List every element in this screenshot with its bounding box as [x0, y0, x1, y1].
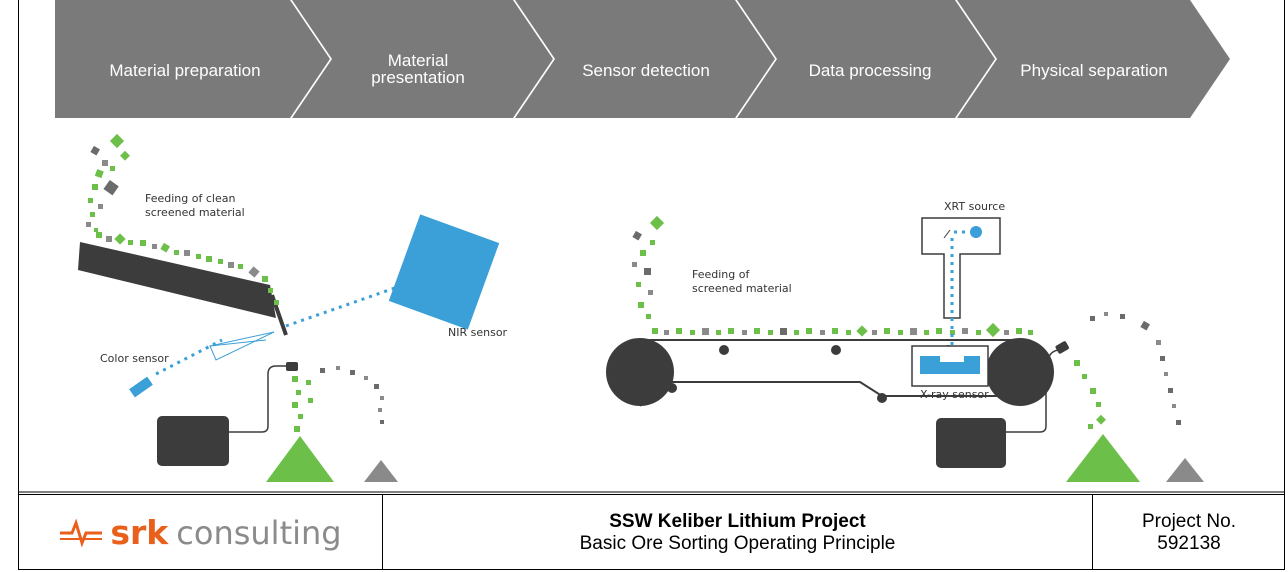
- nir-beam: [285, 280, 413, 328]
- belt-tail-pulley: [986, 338, 1054, 406]
- left-reject-stream: [320, 366, 384, 424]
- color-sensor-cone: [209, 331, 275, 361]
- project-number-cell: Project No. 592138: [1093, 495, 1285, 570]
- xrt-source-label: XRT source: [944, 200, 1005, 213]
- banner-step-3-label: Sensor detection: [582, 61, 710, 80]
- left-chute: [78, 242, 276, 318]
- left-control-box: [157, 416, 229, 466]
- project-number-label: Project No.: [1142, 510, 1236, 532]
- srk-logo-icon: [60, 517, 103, 548]
- left-sorter: NIR sensor Color sensor Feeding of clean…: [78, 133, 508, 482]
- right-feed-stream: [632, 215, 665, 319]
- right-air-valve: [1055, 341, 1069, 354]
- right-belt-material: [652, 322, 1033, 338]
- xrt-source-shutter: [943, 229, 951, 239]
- banner-step-5: [957, 0, 1230, 118]
- xray-sensor-label: X-ray sensor: [920, 388, 989, 401]
- figure-subtitle: Basic Ore Sorting Operating Principle: [579, 532, 896, 554]
- banner-step-1: [55, 0, 330, 118]
- figure-frame: [18, 0, 1285, 570]
- right-reject-stream: [1090, 312, 1181, 425]
- left-accept-stream: [292, 376, 313, 432]
- left-air-valve: [286, 362, 298, 371]
- logo-consulting-text: consulting: [176, 513, 342, 552]
- logo-srk-text: srk: [110, 513, 169, 552]
- idler-5: [877, 393, 887, 403]
- right-accept-stream: [1074, 360, 1106, 429]
- color-sensor-body: [129, 376, 153, 398]
- xrt-source-emitter: [970, 226, 982, 238]
- belt-head-pulley: [606, 338, 674, 406]
- banner-step-4-label: Data processing: [809, 61, 932, 80]
- idler-2: [831, 345, 841, 355]
- company-logo: srk consulting: [18, 495, 383, 570]
- banner-step-1-label: Material preparation: [109, 61, 260, 80]
- project-title: SSW Keliber Lithium Project: [609, 510, 866, 532]
- color-sensor-label: Color sensor: [100, 352, 169, 365]
- xray-sensor-detector: [920, 356, 980, 374]
- right-accept-pile: [1066, 434, 1140, 482]
- right-reject-pile: [1166, 458, 1204, 482]
- nir-sensor-box: [388, 214, 500, 330]
- banner-step-5-label: Physical separation: [1020, 61, 1167, 80]
- idler-4: [667, 383, 677, 393]
- right-air-line: [1006, 349, 1059, 433]
- idler-1: [719, 345, 729, 355]
- nir-sensor-label: NIR sensor: [448, 326, 508, 339]
- left-feed-stream: [86, 133, 130, 232]
- banner-step-3: [515, 0, 775, 118]
- project-number-value: 592138: [1157, 532, 1221, 554]
- right-control-box: [936, 418, 1006, 468]
- color-sensor-cone-line: [209, 339, 267, 347]
- xrt-source-housing: [921, 217, 1001, 319]
- left-accept-pile: [266, 436, 334, 482]
- left-air-line: [228, 365, 290, 433]
- left-reject-pile: [364, 460, 398, 482]
- banner-step-4: [737, 0, 995, 118]
- banner-step-2: [292, 0, 553, 118]
- footer-title-block: srk consulting SSW Keliber Lithium Proje…: [18, 494, 1285, 570]
- title-cell: SSW Keliber Lithium Project Basic Ore So…: [383, 495, 1093, 570]
